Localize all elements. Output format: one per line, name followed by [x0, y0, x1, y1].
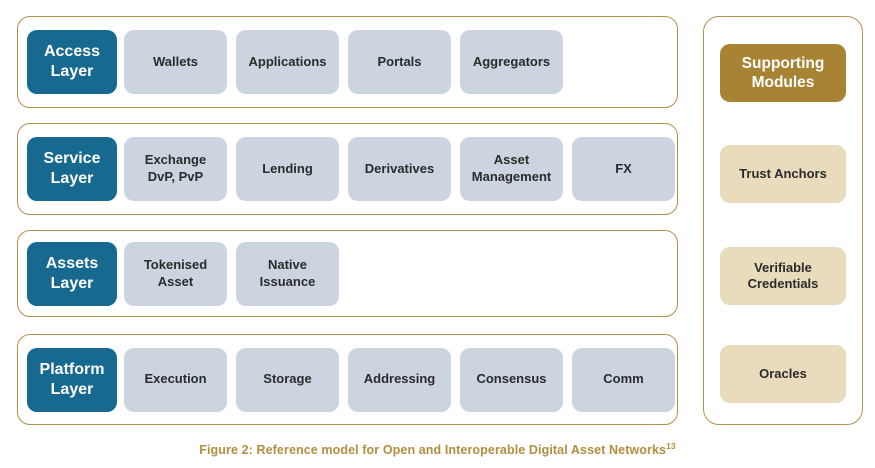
platform-layer-label: Platform Layer	[27, 347, 117, 412]
item-addressing: Addressing	[348, 347, 451, 412]
item-applications: Applications	[236, 30, 339, 94]
service-layer-items: Exchange DvP, PvP Lending Derivatives As…	[124, 137, 675, 201]
item-exchange-dvp-pvp: Exchange DvP, PvP	[124, 137, 227, 201]
assets-layer-container: Assets Layer Tokenised Asset Native Issu…	[17, 230, 678, 317]
item-aggregators: Aggregators	[460, 30, 563, 94]
item-lending: Lending	[236, 137, 339, 201]
item-wallets: Wallets	[124, 30, 227, 94]
item-comm: Comm	[572, 347, 675, 412]
access-layer-label: Access Layer	[27, 30, 117, 94]
figure-caption-text: Figure 2: Reference model for Open and I…	[199, 443, 667, 458]
item-asset-management: Asset Management	[460, 137, 563, 201]
supporting-modules-container: Supporting Modules Trust Anchors Verifia…	[703, 16, 863, 425]
module-oracles: Oracles	[720, 345, 846, 403]
access-layer-items: Wallets Applications Portals Aggregators	[124, 30, 563, 94]
item-native-issuance: Native Issuance	[236, 241, 339, 306]
item-tokenised-asset: Tokenised Asset	[124, 241, 227, 306]
module-trust-anchors: Trust Anchors	[720, 145, 846, 203]
assets-layer-label: Assets Layer	[27, 241, 117, 306]
item-storage: Storage	[236, 347, 339, 412]
item-fx: FX	[572, 137, 675, 201]
service-layer-label: Service Layer	[27, 137, 117, 201]
access-layer-container: Access Layer Wallets Applications Portal…	[17, 16, 678, 108]
item-execution: Execution	[124, 347, 227, 412]
module-verifiable-credentials: Verifiable Credentials	[720, 247, 846, 305]
item-consensus: Consensus	[460, 347, 563, 412]
service-layer-container: Service Layer Exchange DvP, PvP Lending …	[17, 123, 678, 215]
figure-caption: Figure 2: Reference model for Open and I…	[0, 441, 875, 457]
platform-layer-items: Execution Storage Addressing Consensus C…	[124, 347, 675, 412]
item-derivatives: Derivatives	[348, 137, 451, 201]
item-portals: Portals	[348, 30, 451, 94]
figure-caption-superscript: 13	[666, 441, 676, 451]
assets-layer-items: Tokenised Asset Native Issuance	[124, 241, 339, 306]
platform-layer-container: Platform Layer Execution Storage Address…	[17, 334, 678, 425]
supporting-modules-header: Supporting Modules	[720, 44, 846, 102]
